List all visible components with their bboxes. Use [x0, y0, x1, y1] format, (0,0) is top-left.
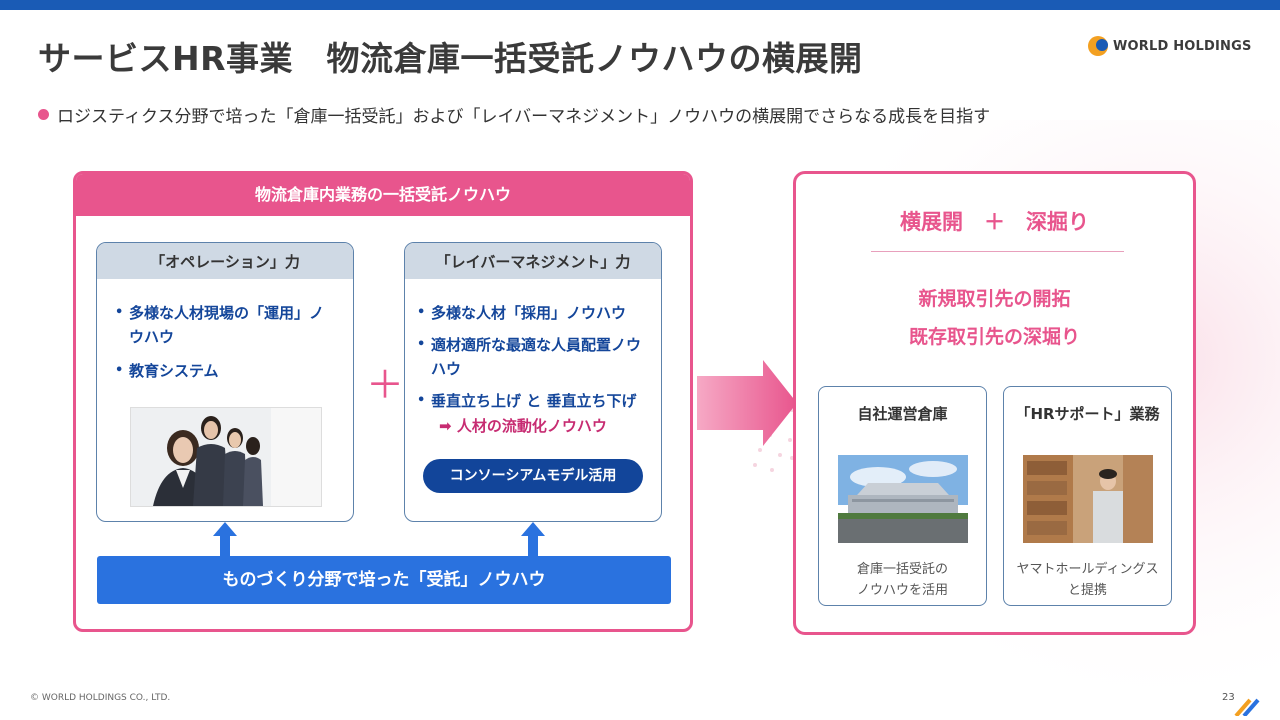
warehouse-photo	[838, 455, 968, 543]
logo-text: WORLD HOLDINGS	[1113, 38, 1252, 54]
caption-line: ノウハウを活用	[856, 583, 948, 598]
labor-card-title: 「レイバーマネジメント」力	[405, 243, 661, 279]
labor-arrow-note: ➡ 人材の流動化ノウハウ	[439, 415, 661, 436]
warehouse-worker-photo	[1023, 455, 1153, 543]
caption-line: ヤマトホールディングス	[1016, 562, 1159, 577]
hr-support-card: 「HRサポート」業務 ヤマトホールディングス と提携	[1003, 386, 1172, 606]
divider	[871, 251, 1124, 252]
bullet-dot-icon	[38, 109, 49, 120]
company-logo: WORLD HOLDINGS	[1088, 36, 1252, 56]
right-panel: 横展開 ＋ 深掘り 新規取引先の開拓 既存取引先の深堀り 自社運営倉庫 倉庫一括…	[793, 171, 1196, 635]
logo-icon	[1088, 36, 1108, 56]
right-panel-title: 横展開 ＋ 深掘り	[900, 210, 1089, 234]
hr-support-title: 「HRサポート」業務	[1015, 405, 1160, 423]
page-title: サービスHR事業 物流倉庫一括受託ノウハウの横展開	[38, 39, 863, 78]
own-warehouse-title: 自社運営倉庫	[857, 405, 948, 423]
labor-arrow-note-text: 人材の流動化ノウハウ	[456, 417, 607, 435]
left-panel-header: 物流倉庫内業務の一括受託ノウハウ	[76, 174, 690, 216]
own-warehouse-card: 自社運営倉庫 倉庫一括受託の ノウハウを活用	[818, 386, 987, 606]
new-clients-text: 新規取引先の開拓	[918, 288, 1071, 310]
existing-clients-text: 既存取引先の深堀り	[908, 326, 1080, 348]
hr-support-caption: ヤマトホールディングス と提携	[1004, 559, 1171, 601]
top-accent-bar	[0, 0, 1280, 10]
manufacturing-knowhow-bar: ものづくり分野で培った「受託」ノウハウ	[97, 556, 671, 604]
people-photo	[130, 407, 322, 507]
corner-stripes-icon	[1234, 698, 1260, 716]
labor-item: 垂直立ち上げ と 垂直立ち下げ	[417, 389, 647, 413]
labor-item: 多様な人材「採用」ノウハウ	[417, 301, 647, 325]
labor-item: 適材適所な最適な人員配置ノウハウ	[417, 333, 647, 381]
labor-management-card: 「レイバーマネジメント」力 多様な人材「採用」ノウハウ 適材適所な最適な人員配置…	[404, 242, 662, 522]
right-arrow-icon: ➡	[439, 417, 452, 435]
page-number: 23	[1222, 692, 1235, 703]
own-warehouse-caption: 倉庫一括受託の ノウハウを活用	[819, 559, 986, 601]
caption-line: 倉庫一括受託の	[856, 562, 948, 577]
copyright: © WORLD HOLDINGS CO., LTD.	[30, 693, 171, 703]
big-right-arrow-icon	[697, 360, 797, 446]
operation-card-title: 「オペレーション」力	[97, 243, 353, 279]
operation-item: 教育システム	[115, 359, 335, 383]
up-arrow-icon	[213, 522, 237, 558]
caption-line: と提携	[1067, 583, 1107, 598]
plus-icon: ＋	[366, 363, 405, 407]
up-arrow-icon	[521, 522, 545, 558]
operation-item: 多様な人材現場の「運用」ノウハウ	[115, 301, 335, 349]
consortium-model-badge: コンソーシアムモデル活用	[423, 459, 643, 493]
